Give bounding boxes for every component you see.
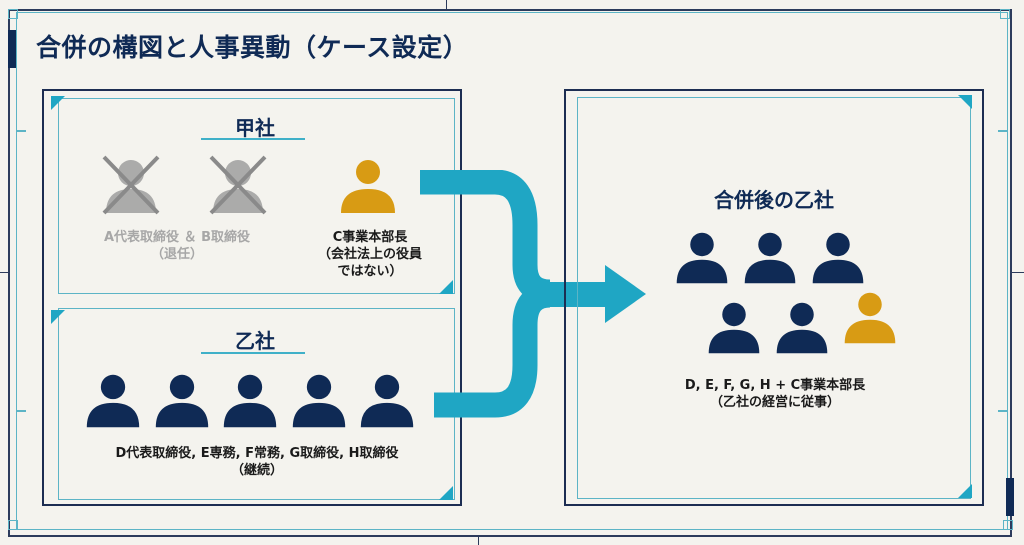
person-navy-icon [223, 374, 277, 428]
corner-triangle-icon [51, 310, 65, 324]
person-navy-icon [776, 302, 828, 354]
person-navy-icon [155, 374, 208, 428]
frame-guide-line [446, 0, 447, 9]
retired-label-line1: A代表取締役 ＆ B取締役 [103, 230, 251, 245]
frame-tick [16, 130, 26, 132]
frame-tick [16, 410, 26, 412]
merged-company-panel [564, 89, 984, 506]
merged-label-line2: （乙社の経営に従事） [709, 395, 840, 410]
frame-corner [1000, 9, 1010, 19]
frame-guide-line [0, 272, 9, 273]
person-navy-icon [708, 302, 760, 354]
members-label-line1: D代表取締役, E専務, F常務, G取締役, H取締役 [115, 446, 399, 461]
corner-triangle-icon [439, 486, 453, 500]
frame-tick [998, 130, 1008, 132]
person-navy-icon [812, 232, 864, 284]
person-navy-icon [86, 374, 140, 428]
merged-label: D, E, F, G, H + C事業本部長 （乙社の経営に従事） [640, 377, 910, 411]
company-a-heading: 甲社 [235, 116, 275, 140]
heading-underline [201, 138, 305, 140]
person-navy-icon [360, 374, 414, 428]
retired-label: A代表取締役 ＆ B取締役 （退任） [82, 229, 272, 263]
frame-guide-line [478, 537, 479, 545]
person-navy-icon [744, 232, 796, 284]
corner-triangle-icon [958, 95, 972, 109]
retired-label-line2: （退任） [150, 247, 203, 262]
corner-triangle-icon [51, 96, 65, 110]
frame-guide-line [1011, 272, 1024, 273]
manager-label-line3: ではない） [337, 264, 403, 279]
person-gold-icon [341, 160, 395, 213]
frame-corner [8, 9, 18, 19]
company-b-heading: 乙社 [235, 329, 275, 353]
frame-accent-bar [8, 30, 16, 68]
company-a-panel [58, 98, 455, 294]
page-title: 合併の構図と人事異動（ケース設定） [36, 33, 469, 62]
corner-triangle-icon [439, 280, 453, 294]
frame-accent-bar [1006, 478, 1014, 516]
merged-company-heading: 合併後の乙社 [714, 188, 834, 212]
members-label-line2: （継続） [230, 463, 283, 478]
person-gold-icon [844, 292, 896, 344]
frame-corner [1003, 520, 1013, 530]
person-crossed-icon [102, 155, 160, 215]
merged-members [660, 228, 920, 368]
person-navy-icon [292, 374, 345, 428]
page-frame-outer [8, 9, 1012, 537]
merged-company-inner [577, 97, 971, 499]
manager-label-line1: C事業本部長 [332, 230, 408, 245]
page-frame-inner [16, 12, 1008, 530]
company-b-members [84, 370, 424, 434]
source-companies-panel [42, 89, 462, 506]
merge-arrow-icon [420, 170, 646, 418]
corner-triangle-icon [958, 484, 972, 498]
frame-corner [8, 520, 18, 530]
person-crossed-icon [209, 155, 267, 215]
manager-label-line2: （会社法上の役員 [317, 247, 422, 262]
company-b-members-label: D代表取締役, E専務, F常務, G取締役, H取締役 （継続） [62, 445, 452, 479]
merged-label-line1: D, E, F, G, H + C事業本部長 [684, 378, 866, 393]
heading-underline [201, 352, 305, 354]
manager-c-label: C事業本部長 （会社法上の役員 ではない） [300, 229, 440, 280]
person-navy-icon [676, 232, 728, 284]
frame-tick [998, 410, 1008, 412]
